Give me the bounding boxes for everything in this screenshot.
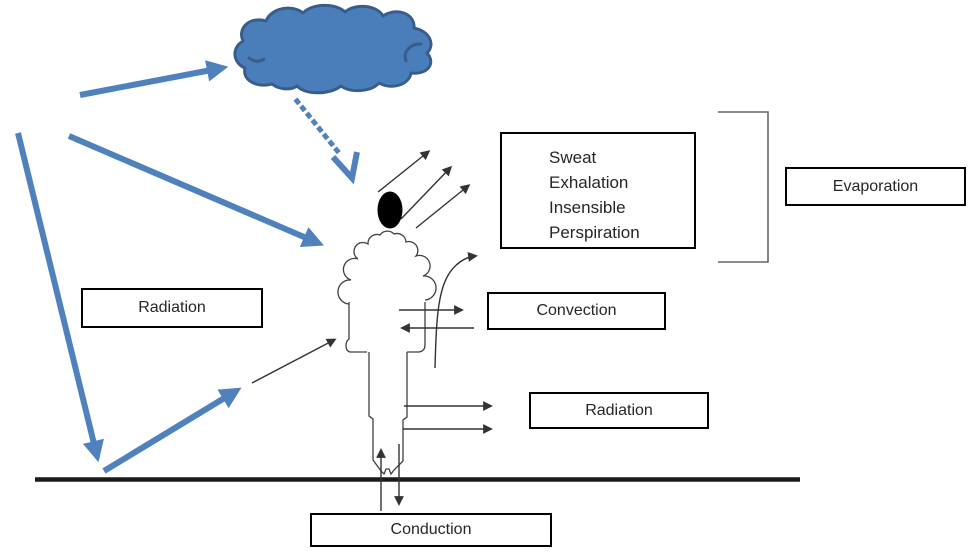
- solar-arrow-to-person: [67, 133, 324, 247]
- cloud-shape: [233, 3, 433, 95]
- person-legs: [368, 352, 408, 476]
- evaporation-bracket: [718, 111, 769, 263]
- label-box-evaporation: Evaporation: [785, 167, 966, 206]
- cloud-to-person-dashed-arrowhead: [330, 151, 360, 185]
- convection-label: Convection: [536, 302, 617, 319]
- label-box-sweat-exhalation: Sweat Exhalation Insensible Perspiration: [500, 132, 696, 249]
- label-box-radiation-right: Radiation: [529, 392, 709, 429]
- radiation-right-label: Radiation: [585, 401, 653, 419]
- person-left-arm: [345, 302, 367, 353]
- person-shoulder-arch: [337, 230, 437, 305]
- person-figure: [337, 191, 437, 476]
- sweat-line-4: Perspiration: [549, 223, 640, 242]
- evaporation-arrow-3: [415, 184, 471, 229]
- evaporation-label: Evaporation: [832, 177, 919, 195]
- sweat-line-2: Exhalation: [549, 173, 629, 192]
- cloud-left-detail: [247, 56, 266, 63]
- label-box-convection: Convection: [487, 292, 666, 330]
- sweat-line-1: Sweat: [549, 148, 597, 167]
- person-right-arm: [407, 302, 426, 353]
- sweat-line-3: Insensible: [549, 198, 626, 217]
- solar-arrow-to-ground: [15, 132, 104, 463]
- evaporation-arrow-2: [400, 165, 453, 220]
- solar-arrow-to-cloud: [79, 60, 229, 98]
- convection-curve-arrow: [434, 252, 478, 369]
- ground-reflection-arrow: [102, 387, 242, 474]
- reflected-radiation-thin-arrow: [251, 338, 337, 384]
- label-box-conduction: Conduction: [310, 513, 552, 547]
- evaporation-arrow-1: [377, 150, 431, 193]
- radiation-left-label: Radiation: [138, 299, 206, 316]
- person-head: [377, 191, 403, 229]
- cloud-to-person-dashed-arrow: [293, 97, 343, 157]
- conduction-label: Conduction: [390, 521, 472, 538]
- label-box-radiation-left: Radiation: [81, 288, 263, 328]
- cloud-curl-detail: [403, 42, 423, 63]
